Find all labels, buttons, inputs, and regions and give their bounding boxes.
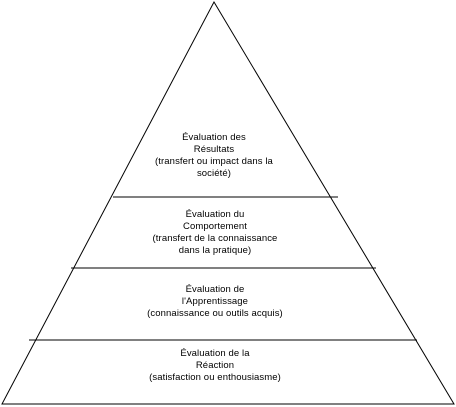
level-results-desc-2: société) [196, 168, 232, 179]
level-results-label: Évaluation des Résultats (transfert ou i… [134, 132, 294, 180]
level-behavior-desc-1: (transfert de la connaissance [152, 233, 278, 244]
level-results-title: Évaluation des [182, 132, 246, 143]
level-behavior-desc-2: dans la pratique) [178, 245, 252, 256]
level-reaction-desc-1: (satisfaction ou enthousiasme) [149, 372, 281, 383]
level-learning-desc-1: (connaissance ou outils acquis) [147, 308, 283, 319]
level-learning-subtitle: l'Apprentissage [181, 296, 249, 307]
level-reaction-title: Évaluation de la [180, 348, 250, 359]
level-behavior-subtitle: Comportement [182, 221, 248, 232]
level-reaction-label: Évaluation de la Réaction (satisfaction … [125, 348, 305, 384]
level-results-subtitle: Résultats [193, 144, 235, 155]
level-behavior-label: Évaluation du Comportement (transfert de… [130, 209, 300, 257]
level-learning-title: Évaluation de [185, 284, 245, 295]
level-results-desc-1: (transfert ou impact dans la [155, 156, 273, 167]
level-reaction-subtitle: Réaction [195, 360, 235, 371]
level-learning-label: Évaluation de l'Apprentissage (connaissa… [125, 284, 305, 320]
level-behavior-title: Évaluation du [185, 209, 245, 220]
